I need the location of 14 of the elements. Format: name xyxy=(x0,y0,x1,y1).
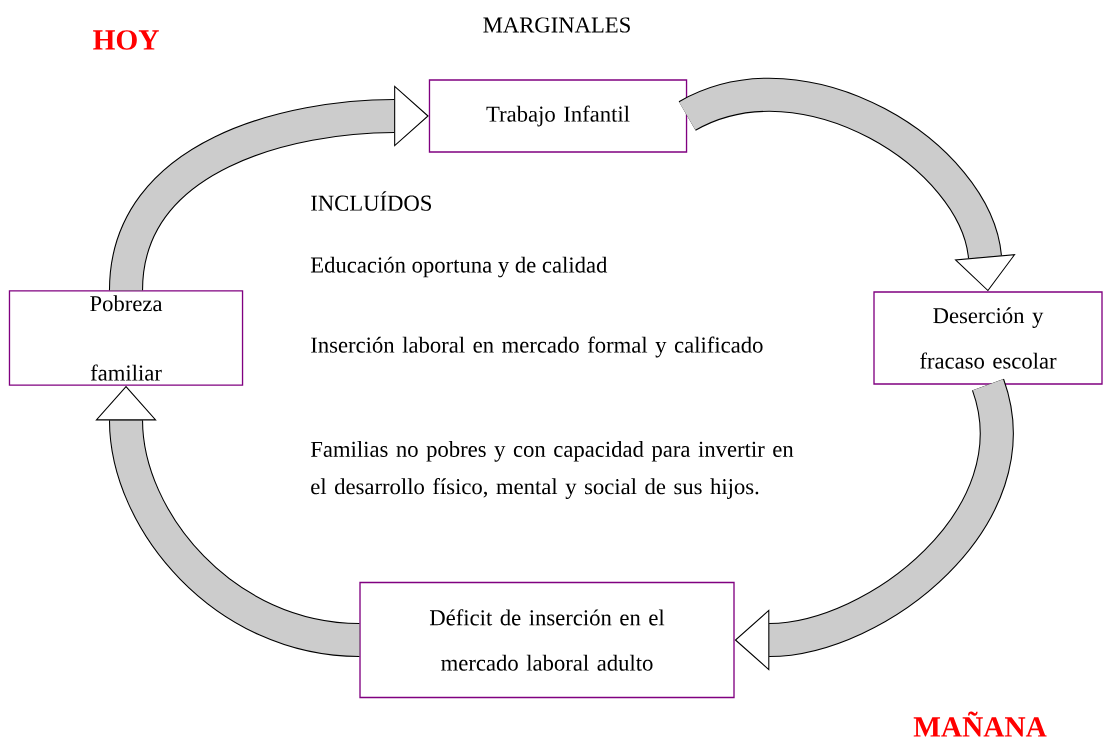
process-box: Déficit de inserción en el mercado laboral adulto xyxy=(359,581,735,699)
process-box: Deserción y fracaso escolar xyxy=(873,291,1103,385)
text-label: MARGINALES xyxy=(483,17,630,33)
curved-block-arrow xyxy=(680,78,1016,292)
curved-block-arrow xyxy=(734,380,1013,671)
text-label: Educación oportuna y de calidad xyxy=(310,256,608,278)
text-label: Inserción laboral en mercado formal y calificado xyxy=(311,336,763,358)
text-label: INCLUÍDOS xyxy=(311,191,431,211)
heading-label: HOY xyxy=(93,30,159,50)
process-box: Pobreza familiar xyxy=(8,290,244,386)
process-box: Trabajo Infantil xyxy=(428,79,688,153)
text-label: Familias no pobres y con capacidad para invertir en el desarrollo físico, mental y social de sus hijos. xyxy=(310,441,794,499)
curved-block-arrow xyxy=(109,85,429,292)
heading-label: MAÑANA xyxy=(913,711,1047,737)
